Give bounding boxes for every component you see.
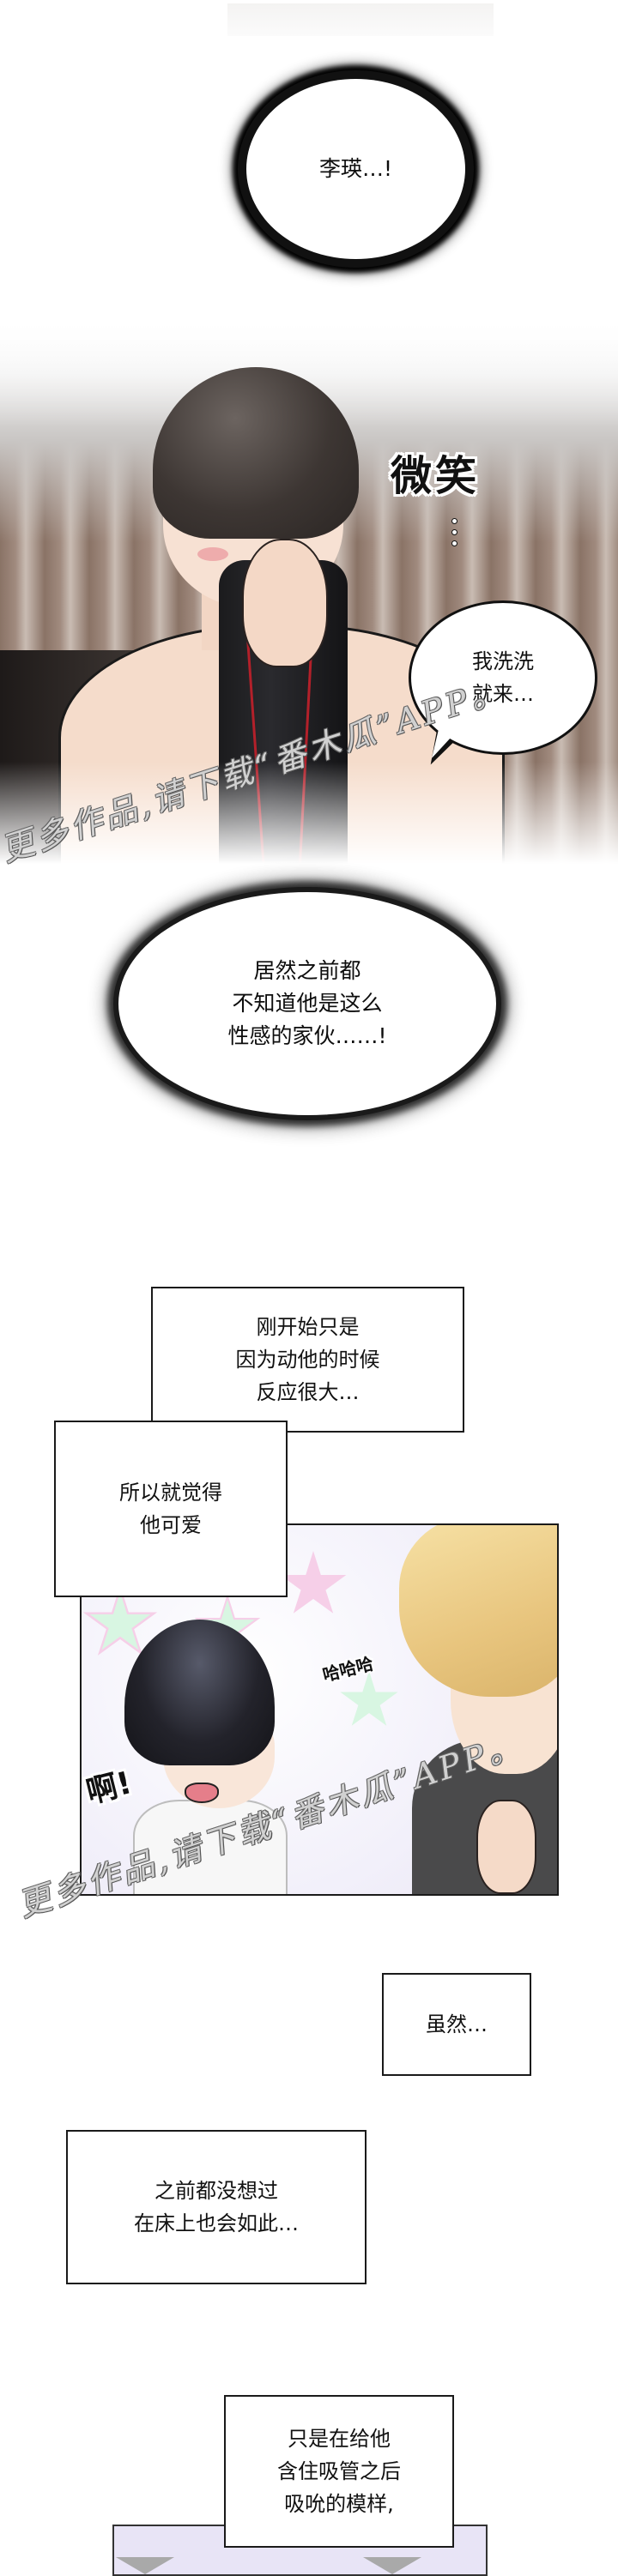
- narration-line: 只是在给他: [288, 2427, 391, 2451]
- narration-line: 所以就觉得: [119, 1481, 222, 1505]
- sfx-smile-ellipsis: [451, 518, 458, 546]
- thought-line: 居然之前都: [253, 958, 361, 983]
- thought-bubble-top: 李瑛…!: [246, 79, 465, 259]
- burst-shape: [363, 2557, 421, 2574]
- speech-line: 就来…: [472, 682, 534, 706]
- dark-hair-character-hair: [124, 1620, 275, 1765]
- narration-box-a: 刚开始只是 因为动他的时候 反应很大…: [151, 1287, 464, 1433]
- thought-bubble-top-text: 李瑛…!: [318, 156, 393, 181]
- panel-2-illustration: [80, 1523, 559, 1896]
- speech-line: 我洗洗: [472, 649, 534, 673]
- scene-fade-bottom: [0, 762, 618, 882]
- ellipsis-dot: [451, 529, 457, 535]
- thought-line: 性感的家伙……!: [227, 1023, 387, 1048]
- panel-1-illustration: [0, 316, 618, 882]
- narration-line: 虽然…: [426, 2012, 488, 2036]
- narration-line: 在床上也会如此…: [134, 2211, 299, 2235]
- star-decoration: [280, 1551, 347, 1614]
- character-hand: [242, 539, 328, 667]
- narration-box-b: 所以就觉得 他可爱: [54, 1421, 288, 1597]
- dark-hair-character-mouth: [185, 1783, 219, 1803]
- narration-line: 反应很大…: [256, 1380, 360, 1404]
- narration-line: 之前都没想过: [154, 2179, 278, 2203]
- narration-line: 刚开始只是: [256, 1315, 360, 1339]
- top-panel-edge: [227, 3, 494, 36]
- blond-character-hair: [399, 1525, 557, 1697]
- thought-bubble-bottom: 居然之前都 不知道他是这么 性感的家伙……!: [118, 892, 496, 1115]
- narration-line: 含住吸管之后: [277, 2459, 401, 2483]
- narration-box-c: 虽然…: [382, 1973, 531, 2076]
- narration-box-e: 只是在给他 含住吸管之后 吸吮的模样,: [224, 2395, 454, 2548]
- narration-line: 他可爱: [140, 1513, 202, 1537]
- ellipsis-dot: [451, 518, 457, 524]
- blush-left: [197, 547, 228, 561]
- burst-shape: [116, 2557, 174, 2574]
- speech-bubble: 我洗洗 就来…: [409, 600, 597, 755]
- narration-line: 因为动他的时候: [235, 1348, 380, 1372]
- ellipsis-dot: [451, 540, 457, 546]
- character-hair: [153, 367, 359, 539]
- thought-line: 不知道他是这么: [232, 991, 383, 1016]
- sfx-smile: 微笑: [391, 452, 481, 500]
- star-decoration: [89, 1592, 151, 1650]
- narration-box-d: 之前都没想过 在床上也会如此…: [66, 2130, 367, 2284]
- narration-line: 吸吮的模样,: [284, 2492, 394, 2516]
- blond-character-hand: [476, 1800, 536, 1894]
